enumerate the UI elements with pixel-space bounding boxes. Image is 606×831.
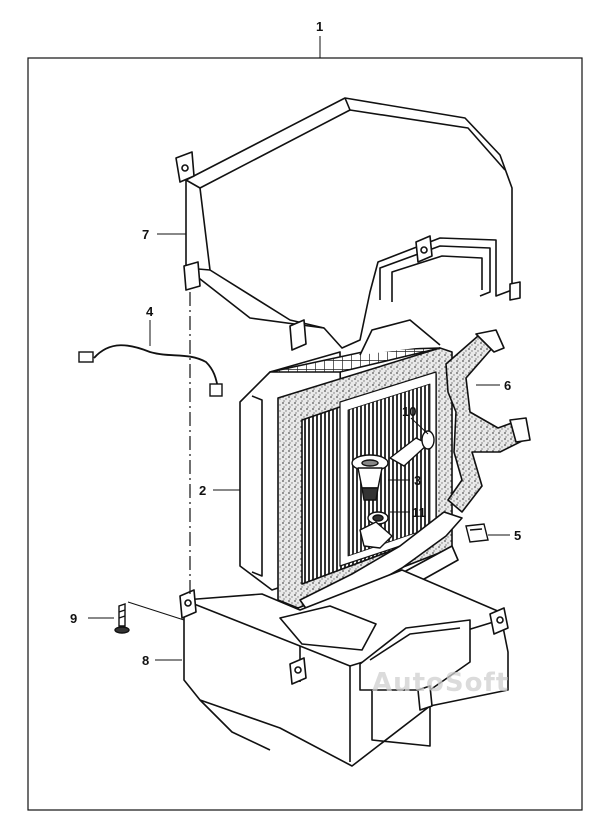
callout-8: 8 [142,653,150,668]
assembly-frame [27,36,583,811]
callout-11: 11 [412,505,426,520]
evaporator-core [239,319,453,609]
callout-2: 2 [199,483,207,498]
callout-5: 5 [514,528,522,543]
callout-9: 9 [70,611,78,626]
clip [465,523,489,543]
callout-6: 6 [504,378,512,393]
callout-7: 7 [142,227,150,242]
wiring-harness [78,344,223,397]
lower-case [179,569,509,767]
leader-lines [88,233,510,661]
watermark-logo: AutoSoft [372,668,510,698]
expansion-valve [351,430,435,549]
upper-case [175,97,521,351]
screw [114,603,130,634]
callout-1: 1 [316,19,324,34]
callout-3: 3 [414,473,422,488]
callout-10: 10 [402,404,417,419]
callout-4: 4 [146,304,154,319]
